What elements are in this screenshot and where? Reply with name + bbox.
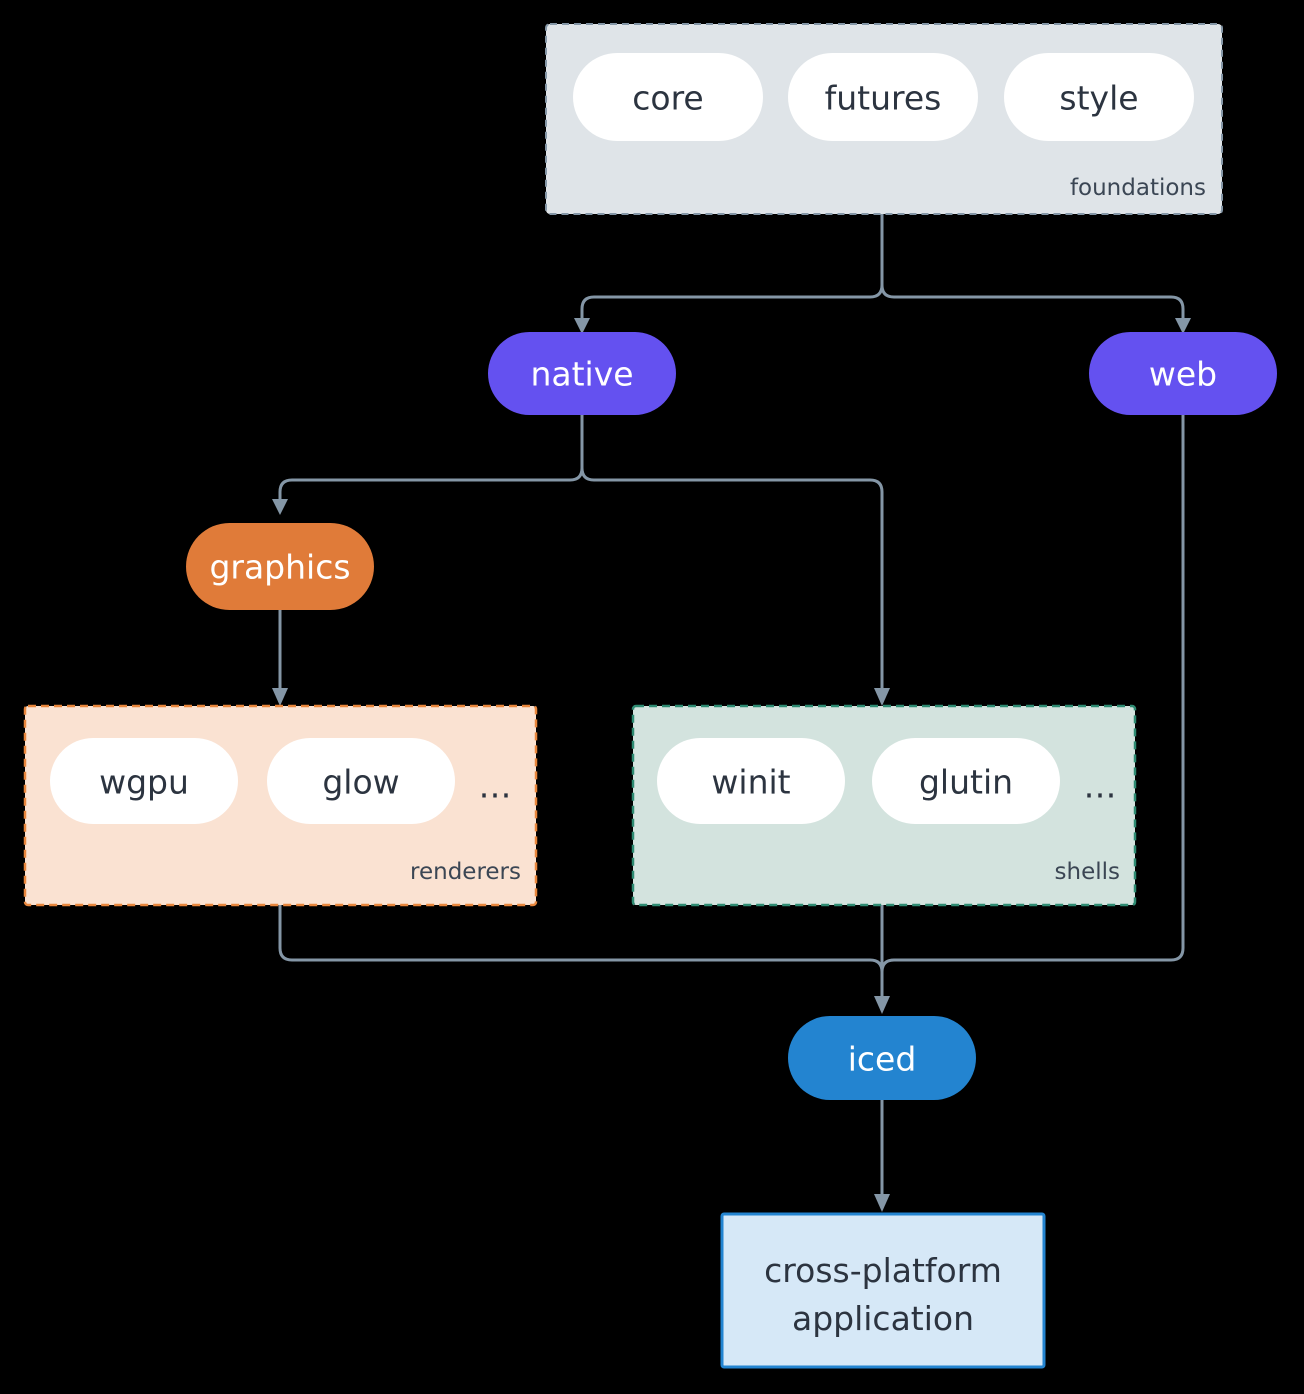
- node-graphics-label: graphics: [209, 548, 350, 587]
- pill-glutin[interactable]: glutin: [872, 738, 1060, 824]
- pill-futures-label: futures: [825, 79, 942, 118]
- node-iced[interactable]: iced: [788, 1016, 976, 1100]
- node-iced-label: iced: [848, 1040, 917, 1079]
- node-web[interactable]: web: [1089, 332, 1277, 415]
- application-box-bg: [720, 1212, 1046, 1369]
- pill-core-bg: [573, 53, 763, 141]
- pill-style[interactable]: style: [1004, 53, 1194, 141]
- edge-foundations-to-native: [580, 213, 884, 324]
- group-foundations[interactable]: core futures style foundations: [545, 23, 1223, 215]
- pill-futures-bg: [788, 53, 978, 141]
- node-native-bg: [488, 332, 676, 415]
- pill-core[interactable]: core: [573, 53, 763, 141]
- group-label-shells: shells: [1055, 859, 1120, 885]
- edge-foundations-to-web: [880, 213, 1185, 324]
- edge-native-to-graphics: [278, 413, 584, 505]
- group-label-renderers: renderers: [410, 859, 521, 885]
- shells-overflow-ellipsis: …: [1084, 767, 1117, 806]
- pill-glow[interactable]: glow: [267, 738, 455, 824]
- pill-glutin-bg: [872, 738, 1060, 824]
- node-native[interactable]: native: [488, 332, 676, 415]
- arrowhead-iced-to-application: [874, 1194, 890, 1212]
- application-label-line2: application: [792, 1299, 974, 1338]
- edge-layer: [272, 213, 1191, 1212]
- pill-winit[interactable]: winit: [657, 738, 845, 824]
- arrowhead-foundations-to-web: [1175, 318, 1191, 334]
- node-cross-platform-application[interactable]: cross-platform application: [720, 1212, 1046, 1369]
- node-native-label: native: [530, 355, 633, 394]
- group-renderers[interactable]: wgpu glow … renderers: [23, 704, 538, 907]
- node-graphics-bg: [186, 523, 374, 610]
- pill-wgpu[interactable]: wgpu: [50, 738, 238, 824]
- pill-core-label: core: [632, 79, 703, 118]
- renderers-overflow-ellipsis: …: [479, 767, 512, 806]
- arrowhead-native-to-graphics: [272, 499, 288, 515]
- pill-winit-label: winit: [711, 763, 790, 802]
- edge-native-to-shells: [580, 413, 884, 694]
- pill-futures[interactable]: futures: [788, 53, 978, 141]
- arrowhead-native-to-shells: [874, 688, 890, 706]
- pill-glow-bg: [267, 738, 455, 824]
- edge-renderers-to-iced: [278, 903, 884, 1002]
- arrowhead-to-iced: [874, 996, 890, 1014]
- pill-wgpu-bg: [50, 738, 238, 824]
- pill-style-bg: [1004, 53, 1194, 141]
- pill-wgpu-label: wgpu: [99, 763, 189, 802]
- node-web-label: web: [1149, 355, 1217, 394]
- application-label-line1: cross-platform: [764, 1251, 1002, 1290]
- pill-glow-label: glow: [322, 763, 399, 802]
- node-graphics[interactable]: graphics: [186, 523, 374, 610]
- pill-glutin-label: glutin: [919, 763, 1013, 802]
- arrowhead-graphics-to-renderers: [272, 688, 288, 706]
- group-label-foundations: foundations: [1070, 175, 1206, 201]
- arrowhead-foundations-to-native: [574, 318, 590, 334]
- pill-winit-bg: [657, 738, 845, 824]
- group-shells[interactable]: winit glutin … shells: [631, 704, 1137, 907]
- pill-style-label: style: [1059, 79, 1138, 118]
- node-iced-bg: [788, 1016, 976, 1100]
- node-web-bg: [1089, 332, 1277, 415]
